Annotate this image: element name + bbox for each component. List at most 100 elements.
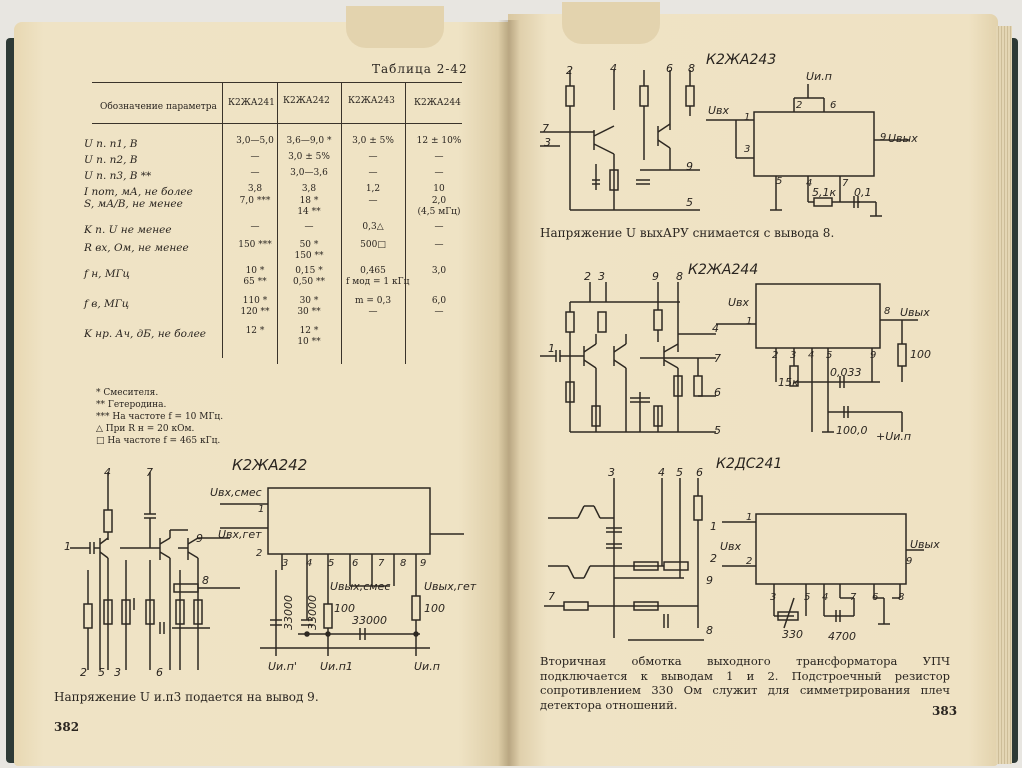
pin-label: 7 bbox=[714, 352, 721, 365]
pin-label: 4 bbox=[658, 466, 665, 479]
ic-pin-label: 8 bbox=[400, 558, 407, 569]
ic-pin-label: 4 bbox=[306, 558, 313, 569]
label-uip: Uи.п' bbox=[268, 660, 297, 673]
pin-label: 7 bbox=[146, 466, 153, 479]
pin-label: 8 bbox=[688, 62, 695, 75]
ic-pin-label: 7 bbox=[842, 178, 849, 189]
schematic-k2zha244 bbox=[540, 282, 918, 433]
schematic1-title: К2ЖА243 bbox=[706, 52, 777, 68]
pin-label: 5 bbox=[714, 424, 721, 437]
pin-label: 2 bbox=[710, 552, 717, 565]
ic-pin-label: 1 bbox=[258, 504, 265, 515]
pin-label: 6 bbox=[666, 62, 673, 75]
pin-label: 3 bbox=[598, 270, 605, 283]
bookmark-tab-left bbox=[346, 6, 444, 48]
pin-label: 9 bbox=[706, 574, 713, 587]
footnote: □ На частоте f = 465 кГц. bbox=[96, 436, 221, 446]
ic-pin-label: 2 bbox=[256, 548, 263, 559]
table-cell: — bbox=[250, 168, 260, 178]
pin-label: 3 bbox=[114, 666, 121, 679]
table-cell: m = 0,3 — bbox=[354, 296, 392, 317]
right-caption-2: Вторичная обмотка выходного трансформато… bbox=[540, 654, 950, 712]
ic-pin-label: 1 bbox=[746, 512, 753, 523]
table-cell: — bbox=[250, 152, 260, 162]
footnote: ** Гетеродина. bbox=[96, 400, 167, 410]
page-edges bbox=[996, 26, 1012, 764]
ic-pin-label: 4 bbox=[808, 350, 815, 361]
table-cell: 7,0 *** bbox=[239, 196, 271, 206]
label-uvx-get: Uвх,гет bbox=[218, 528, 262, 541]
footnote: * Смесителя. bbox=[96, 388, 159, 398]
ic-pin-label: 4 bbox=[806, 178, 813, 189]
ic-pin-label: 8 bbox=[898, 592, 905, 603]
table-cell: — bbox=[434, 152, 444, 162]
footnote: △ При R н = 20 кОм. bbox=[96, 424, 195, 434]
table-cell: 10 * 65 ** bbox=[243, 266, 267, 287]
table-row-param: U п. п1, В bbox=[84, 138, 138, 150]
ic-pin-label: 1 bbox=[744, 112, 751, 123]
s2-label-r15: 15к bbox=[778, 376, 799, 389]
table-cell: 12 * 10 ** bbox=[297, 326, 321, 347]
table-cell: 1,2 bbox=[365, 184, 381, 194]
pin-label: 1 bbox=[548, 342, 555, 355]
table-header-param: Обозначение параметра bbox=[100, 102, 217, 112]
pin-label: 8 bbox=[202, 574, 209, 587]
ic-pin-label: 3 bbox=[744, 144, 751, 155]
table-cell: — bbox=[434, 240, 444, 250]
pin-label: 1 bbox=[64, 540, 71, 553]
book-gutter bbox=[498, 20, 520, 766]
table-row-param: R вх, Ом, не менее bbox=[84, 242, 189, 254]
ic-pin-label: 7 bbox=[378, 558, 385, 569]
label-uip-right: Uи.п bbox=[414, 660, 440, 673]
table-cell: 0,3△ bbox=[362, 222, 384, 232]
pin-label: 7 bbox=[548, 590, 555, 603]
pin-label: 3 bbox=[544, 136, 551, 149]
table-cell: 3,0—3,6 bbox=[290, 168, 328, 178]
table-cell: — bbox=[250, 222, 260, 232]
table-cell: 110 * 120 ** bbox=[240, 296, 270, 317]
pin-label: 5 bbox=[676, 466, 683, 479]
table-cell: 12 * bbox=[245, 326, 265, 336]
table-cell: 12 ± 10% bbox=[416, 136, 462, 146]
ic-pin-label: 3 bbox=[282, 558, 289, 569]
table-cell: 6,0 — bbox=[431, 296, 447, 317]
table-cell: — bbox=[304, 222, 314, 232]
label-uvyx-get: Uвых,гет bbox=[424, 580, 477, 593]
left-caption: Напряжение U и.п3 подается на вывод 9. bbox=[54, 690, 319, 704]
pin-label: 9 bbox=[686, 160, 693, 173]
ic-pin-label: 2 bbox=[796, 100, 803, 111]
table-cell: 2,0 (4,5 мГц) bbox=[417, 196, 461, 217]
table-row-param: I пот, мА, не более bbox=[84, 186, 193, 198]
table-col-header: К2ЖА242 bbox=[283, 96, 330, 106]
ic-pin-label: 9 bbox=[880, 132, 887, 143]
table-cell: 3,6—9,0 * bbox=[286, 136, 332, 146]
footnote: *** На частоте f = 10 МГц. bbox=[96, 412, 224, 422]
right-caption-1: Напряжение U выхАРУ снимается с вывода 8… bbox=[540, 226, 835, 240]
page-number-left: 382 bbox=[54, 720, 80, 734]
label-r100a: 100 bbox=[334, 602, 355, 615]
label-uvyx-smes: Uвых,смес bbox=[330, 580, 391, 593]
table-cell: 500□ bbox=[360, 240, 386, 250]
s2-label-uvyx: Uвых bbox=[900, 306, 930, 319]
schematic-k2zha242 bbox=[70, 472, 464, 670]
label-uip1: Uи.п1 bbox=[320, 660, 353, 673]
table-cell: 150 *** bbox=[238, 240, 272, 250]
schematic-k2zha243 bbox=[540, 70, 910, 217]
label-uvx-smes: Uвх,смес bbox=[210, 486, 262, 499]
pin-label: 9 bbox=[196, 532, 203, 545]
pin-label: 4 bbox=[712, 322, 719, 335]
ic-pin-label: 9 bbox=[906, 556, 913, 567]
label-c33000b: 33000 bbox=[306, 595, 319, 630]
right-page bbox=[508, 14, 998, 766]
ic-pin-label: 2 bbox=[772, 350, 779, 361]
s2-label-uvx: Uвх bbox=[728, 296, 750, 309]
table-cell: 3,0 bbox=[431, 266, 447, 276]
table-row-param: U п. п3, В ** bbox=[84, 170, 152, 182]
left-page bbox=[14, 22, 508, 766]
ic-pin-label: 5 bbox=[804, 592, 811, 603]
ic-pin-label: 1 bbox=[746, 316, 753, 327]
schematic-title: К2ЖА242 bbox=[232, 456, 308, 474]
table-cell: 3,0—5,0 bbox=[236, 136, 274, 146]
table-cell: — bbox=[368, 196, 378, 206]
pin-label: 3 bbox=[608, 466, 615, 479]
